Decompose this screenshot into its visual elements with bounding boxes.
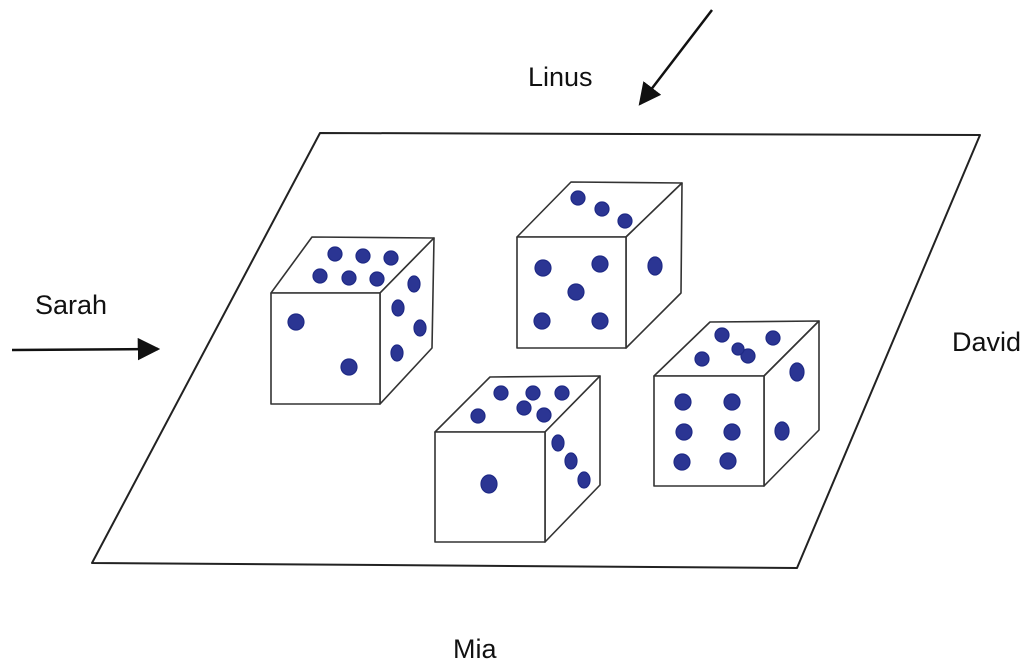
die-pip [594,201,610,217]
die-pip [536,407,552,423]
die-pip [774,421,790,441]
die-pip [570,190,586,206]
die-pip [493,385,509,401]
die-pip [591,312,609,330]
die-pip [674,393,692,411]
die-pip [525,385,541,401]
die-pip [554,385,570,401]
die-pip [551,434,565,452]
die-right-pips [673,327,805,471]
die-pip [723,423,741,441]
die-pip [740,348,756,364]
die-pip [577,471,591,489]
die-pip [327,246,343,262]
die-pip [723,393,741,411]
die-pip [675,423,693,441]
table-surface [91,132,981,569]
die-pip [673,453,691,471]
die-pip [789,362,805,382]
label-sarah: Sarah [35,290,107,320]
die-pip [694,351,710,367]
die-pip [567,283,585,301]
die-pip [564,452,578,470]
die-pip [591,255,609,273]
die-pip [383,250,399,266]
sarah-arrow [11,337,161,361]
linus-arrow [638,9,713,106]
die-pip [413,319,427,337]
die-pip [533,312,551,330]
die-right [653,320,820,487]
die-pip [534,259,552,277]
label-linus: Linus [528,62,593,92]
die-pip [340,358,358,376]
die-pip [516,400,532,416]
die-pip [647,256,663,276]
label-mia: Mia [453,634,497,664]
die-pip [390,344,404,362]
label-david: David [952,327,1021,357]
die-left-front-face [270,292,381,405]
die-top [516,181,683,349]
die-pip [714,327,730,343]
die-right-front-face [653,375,765,487]
die-left-pips [287,246,427,376]
die-bottom [434,375,601,543]
die-pip [391,299,405,317]
die-pip [719,452,737,470]
die-pip [312,268,328,284]
die-pip [765,330,781,346]
die-pip [287,313,305,331]
die-pip [617,213,633,229]
die-top-pips [533,190,663,330]
die-pip [407,275,421,293]
die-pip [470,408,486,424]
die-pip [480,474,498,494]
die-pip [355,248,371,264]
die-pip [731,342,745,356]
die-bottom-pips [470,385,591,494]
die-pip [369,271,385,287]
die-left [270,236,435,405]
die-pip [341,270,357,286]
